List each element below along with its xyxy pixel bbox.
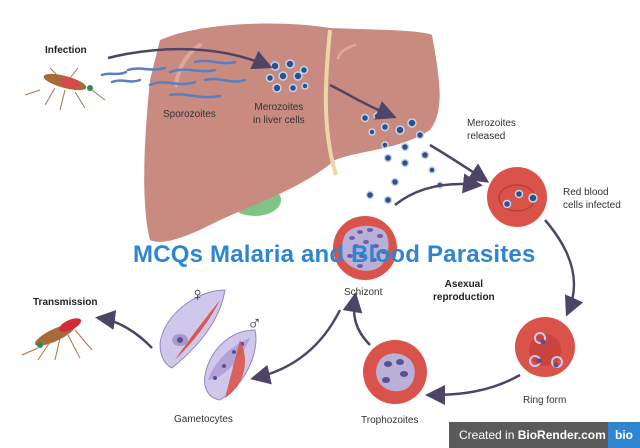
label-asexual-line2: reproduction [433, 292, 495, 303]
label-rbc-infected-line2: cells infected [563, 200, 621, 211]
label-transmission: Transmission [33, 297, 98, 308]
gametocytes [159, 289, 257, 401]
badge-text: Created in BioRender.com [449, 422, 608, 448]
label-rbc-infected-line1: Red blood [563, 187, 609, 198]
female-symbol: ♀ [190, 284, 205, 306]
label-merozoites-released: Merozoites released [467, 117, 516, 143]
arrow-infection-to-liver [107, 47, 273, 70]
label-merozoites-liver-line1: Merozoites [254, 102, 304, 113]
ring-form [515, 317, 575, 377]
label-rbc-infected: Red blood cells infected [563, 186, 621, 212]
arrow-release-to-rbc-1 [429, 143, 490, 183]
label-merozoites-liver: Merozoites in liver cells [253, 101, 305, 127]
label-merozoites-released-line2: released [467, 131, 506, 142]
badge-created-in: Created in [459, 428, 515, 442]
lifecycle-arrows [95, 47, 584, 405]
label-ring-form: Ring form [523, 395, 567, 406]
arrow-ring-to-tropho [425, 373, 521, 405]
mosquito-transmission-icon [21, 318, 93, 361]
rbc-infected [487, 167, 547, 227]
schizont [333, 216, 397, 280]
liver [144, 23, 440, 242]
page-title: MCQs Malaria and Blood Parasites [133, 241, 536, 268]
biorender-badge[interactable]: Created in BioRender.com bio [449, 422, 640, 448]
label-trophozoites: Trophozoites [361, 415, 419, 426]
label-asexual-reproduction: Asexual reproduction [433, 278, 495, 304]
arrow-schizont-to-gameto [250, 309, 342, 385]
label-sporozoites: Sporozoites [163, 109, 216, 120]
biorender-logo-icon: bio [608, 422, 640, 448]
merozoites-liver-cluster [265, 59, 309, 93]
badge-brand: BioRender.com [517, 428, 606, 442]
arrow-tropho-to-schizont [342, 292, 371, 346]
arrow-release-to-rbc-2 [394, 173, 483, 206]
arrow-rbc-to-ring [544, 219, 584, 317]
arrow-gameto-to-transmission [95, 310, 153, 349]
label-merozoites-liver-line2: in liver cells [253, 115, 305, 126]
female-gametocyte [159, 289, 226, 369]
label-schizont: Schizont [344, 287, 383, 298]
label-infection: Infection [45, 45, 87, 56]
sporozoites [100, 59, 247, 99]
label-merozoites-released-line1: Merozoites [467, 118, 516, 129]
label-asexual-line1: Asexual [444, 279, 484, 290]
trophozoites [363, 340, 427, 404]
arrow-liver-to-release [329, 83, 397, 120]
male-symbol: ♂ [247, 313, 262, 335]
mosquito-infection-icon [24, 67, 106, 111]
label-gametocytes: Gametocytes [174, 414, 233, 425]
